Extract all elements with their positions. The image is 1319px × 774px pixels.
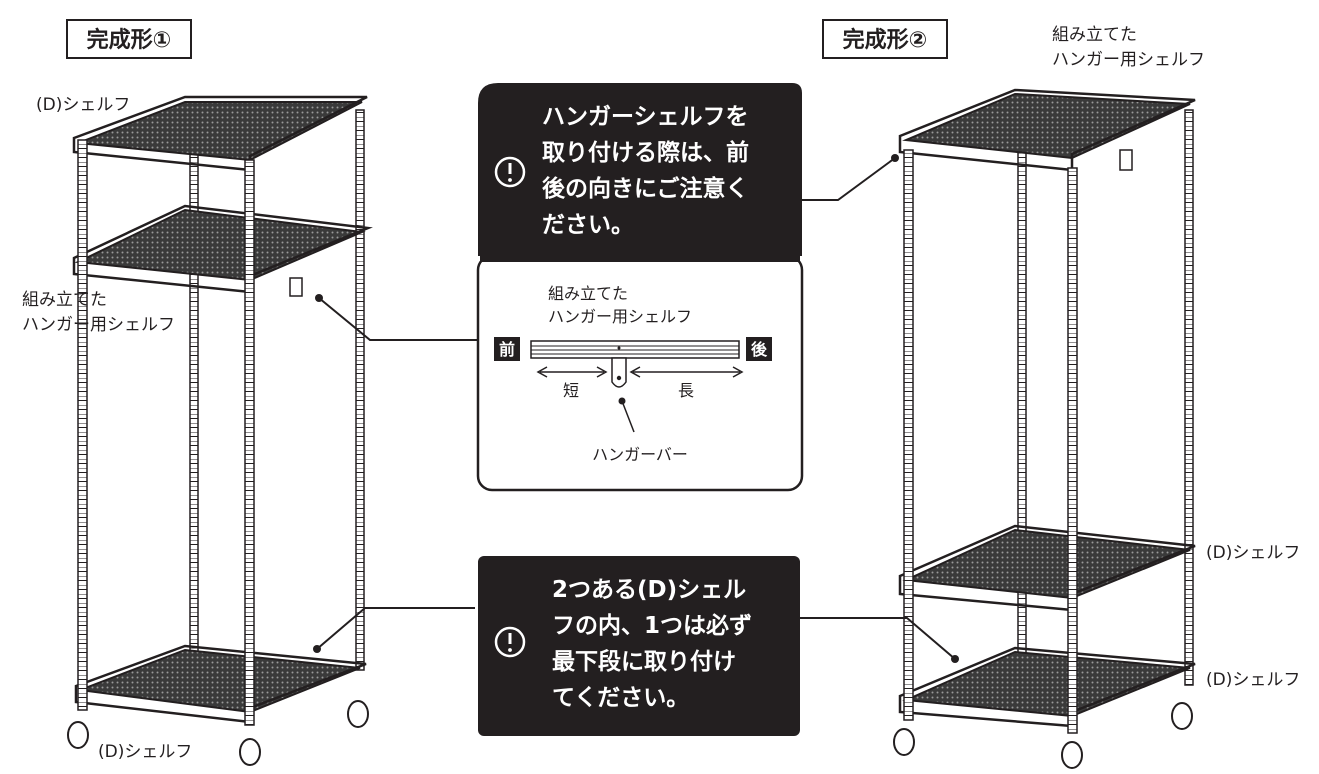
leader-line-bottom-form2 bbox=[800, 617, 959, 663]
hanger-shelf-detail: 組み立てた ハンガー用シェルフ 前 後 短 長 ハンガーバー bbox=[494, 284, 772, 464]
exclamation-circle-icon bbox=[494, 156, 526, 188]
svg-text:フの内、1つは必ず: フの内、1つは必ず bbox=[552, 612, 752, 639]
svg-text:組み立てた: 組み立てた bbox=[548, 284, 628, 303]
svg-text:取り付ける際は、前: 取り付ける際は、前 bbox=[542, 139, 749, 166]
label-d-shelf-top-form1: (D)シェルフ bbox=[36, 95, 130, 115]
svg-text:てください。: てください。 bbox=[552, 685, 689, 711]
label-assembled-form2-l1: 組み立てた bbox=[1052, 25, 1137, 45]
notice-panel-bottom-shelf: 2つある(D)シェル フの内、1つは必ず 最下段に取り付け てください。 bbox=[478, 556, 800, 736]
svg-text:後: 後 bbox=[751, 340, 768, 359]
leader-line-hanger-form1 bbox=[315, 294, 484, 341]
svg-text:2つある(D)シェル: 2つある(D)シェル bbox=[552, 577, 746, 603]
title-form2: 完成形② bbox=[822, 19, 948, 59]
notice-panel-orientation: ハンガーシェルフを 取り付ける際は、前 後の向きにご注意く ださい。 bbox=[476, 83, 804, 492]
svg-text:完成形①: 完成形① bbox=[87, 27, 172, 53]
leader-line-bottom-form1 bbox=[313, 607, 475, 653]
svg-text:長: 長 bbox=[678, 381, 694, 400]
svg-text:最下段に取り付け: 最下段に取り付け bbox=[552, 648, 736, 675]
svg-text:ハンガーシェルフを: ハンガーシェルフを bbox=[542, 104, 749, 130]
svg-text:前: 前 bbox=[499, 340, 515, 359]
label-assembled-form1-l1: 組み立てた bbox=[22, 290, 107, 310]
label-d-shelf-bottom-form2: (D)シェルフ bbox=[1206, 670, 1300, 690]
svg-text:短: 短 bbox=[563, 381, 579, 400]
label-assembled-form2-l2: ハンガー用シェルフ bbox=[1052, 50, 1205, 70]
exclamation-circle-icon bbox=[494, 626, 526, 658]
label-d-shelf-bottom-form1: (D)シェルフ bbox=[98, 742, 192, 762]
label-assembled-form1-l2: ハンガー用シェルフ bbox=[22, 315, 175, 335]
title-form1: 完成形① bbox=[66, 19, 192, 59]
svg-text:ハンガー用シェルフ: ハンガー用シェルフ bbox=[548, 307, 692, 326]
rack-form2-illustration bbox=[893, 88, 1196, 769]
svg-text:完成形②: 完成形② bbox=[843, 27, 928, 53]
rack-form1-illustration bbox=[67, 95, 373, 766]
svg-text:後の向きにご注意く: 後の向きにご注意く bbox=[542, 175, 749, 202]
leader-line-top-form2 bbox=[802, 154, 899, 201]
svg-text:ハンガーバー: ハンガーバー bbox=[592, 445, 688, 464]
label-d-shelf-middle-form2: (D)シェルフ bbox=[1206, 543, 1300, 563]
svg-text:ださい。: ださい。 bbox=[542, 212, 634, 238]
